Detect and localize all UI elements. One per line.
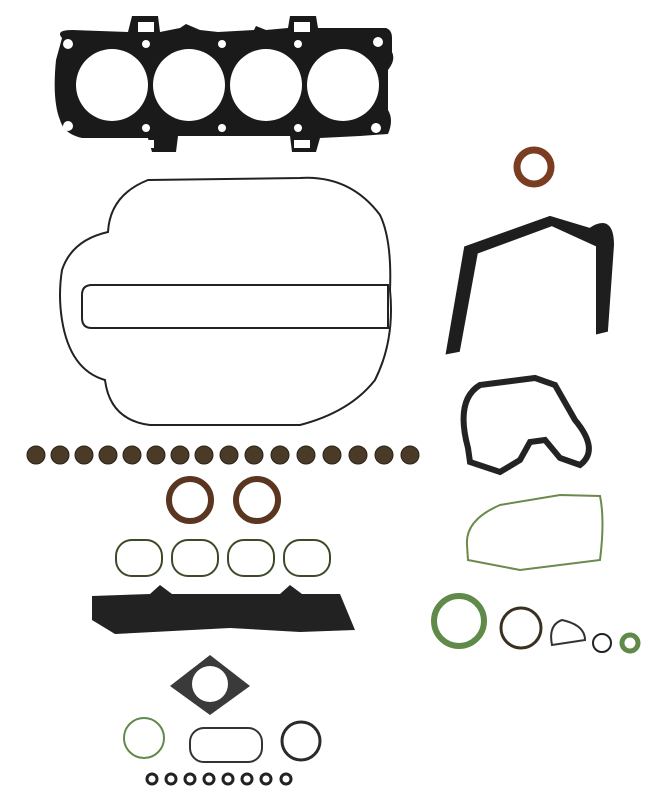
green-shaft-seal [619,632,641,654]
green-ring-small [123,717,165,759]
camshaft-seal-2 [233,476,281,524]
o-ring-small [592,633,612,653]
camshaft-seal-1 [166,476,214,524]
valve-cover-gasket [59,176,392,426]
exhaust-manifold-gasket [92,585,355,634]
rear-main-seal [431,593,487,649]
valve-stem-seals [26,445,420,465]
small-o-rings [145,772,293,786]
front-crank-seal [513,146,555,188]
intake-port-gaskets [115,539,331,577]
cylinder-head-gasket [54,16,394,152]
rubber-o-ring-large [499,606,543,650]
dark-o-ring [280,720,322,762]
oil-pan-gasket [465,493,604,572]
olive-loop-gasket [189,727,263,763]
water-pump-gasket [460,374,592,476]
timing-cover-gasket [445,215,615,355]
triangle-seal [550,618,587,647]
